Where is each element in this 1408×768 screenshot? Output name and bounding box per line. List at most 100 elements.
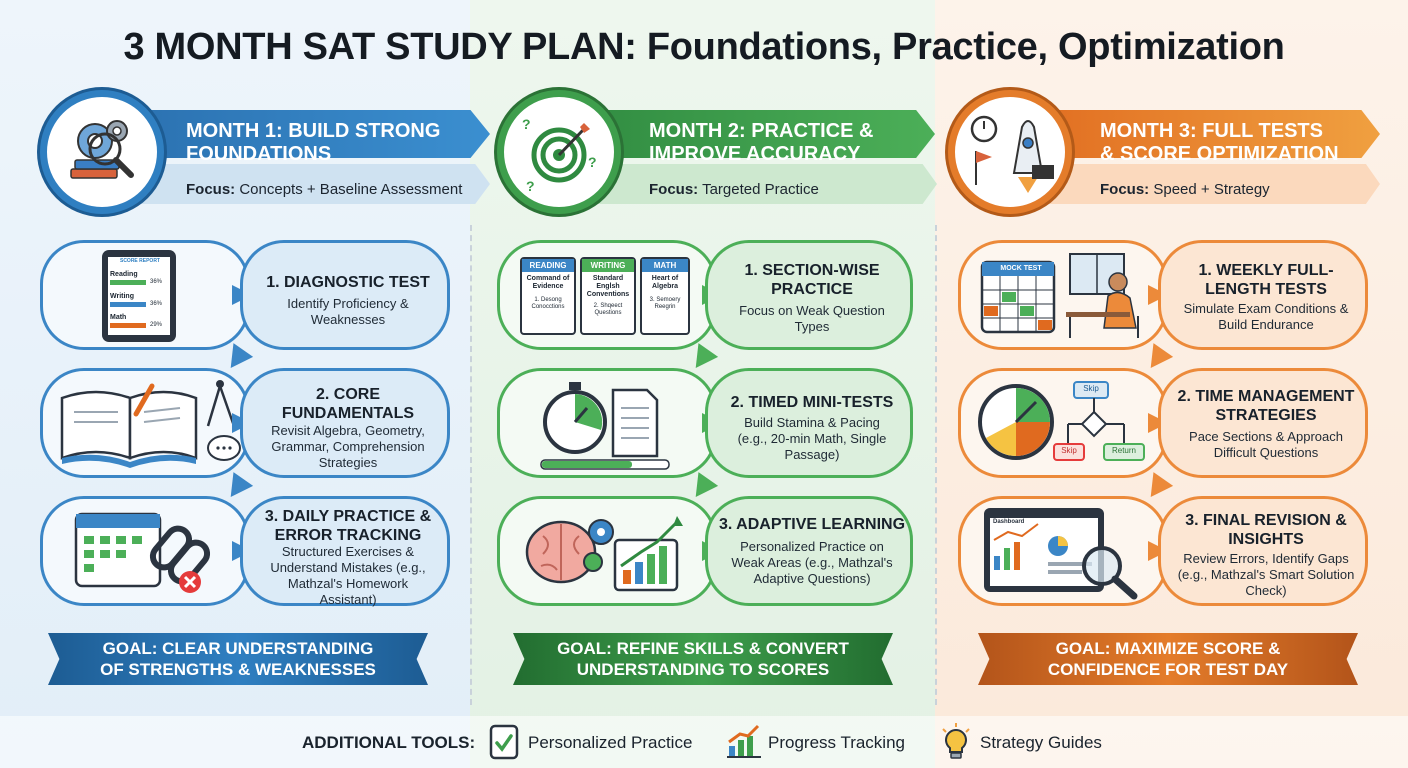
tool-personalized-practice: Personalized Practice bbox=[528, 733, 693, 752]
goal-line: UNDERSTANDING TO SCORES bbox=[576, 660, 830, 679]
open-book-compass-icon bbox=[60, 380, 241, 468]
month2-step3-illustration bbox=[497, 496, 717, 606]
flow-skip-top: Skip bbox=[1083, 384, 1099, 393]
step-title: 1. DIAGNOSTIC TEST bbox=[266, 274, 430, 291]
svg-text:?: ? bbox=[526, 178, 535, 194]
month3-step2-illustration: Skip Skip Return bbox=[958, 368, 1168, 478]
month1-goal-ribbon: GOAL: CLEAR UNDERSTANDING OF STRENGTHS & … bbox=[48, 633, 428, 685]
reading-card: READING Command of Evidence 1. Desong Co… bbox=[520, 257, 576, 335]
month3-step1-illustration: MOCK TEST bbox=[958, 240, 1168, 350]
step-description: Revisit Algebra, Geometry, Grammar, Comp… bbox=[271, 423, 425, 470]
goal-line: OF STRENGTHS & WEAKNESSES bbox=[100, 660, 376, 679]
month2-step2-card: 2. TIMED MINI-TESTS Build Stamina & Paci… bbox=[705, 368, 913, 478]
step-title: 3. DAILY PRACTICE & ERROR TRACKING bbox=[264, 508, 432, 544]
step-description: Pace Sections & Approach Difficult Quest… bbox=[1189, 429, 1343, 460]
gears-magnifier-icon bbox=[40, 90, 164, 214]
month1-title-band bbox=[100, 110, 490, 158]
dashboard-magnifier-icon bbox=[984, 508, 1138, 600]
reading-tab: READING bbox=[522, 259, 574, 272]
step-title: 2. CORE FUNDAMENTALS bbox=[281, 386, 415, 422]
step-description: Simulate Exam Conditions & Build Enduran… bbox=[1183, 301, 1349, 332]
step-title: 3. FINAL REVISION & INSIGHTS bbox=[1185, 512, 1347, 548]
tool-strategy-guides: Strategy Guides bbox=[980, 733, 1102, 752]
score-report-math: Math bbox=[110, 314, 127, 321]
page-title: 3 MONTH SAT STUDY PLAN: Foundations, Pra… bbox=[123, 26, 1285, 68]
step-description: Build Stamina & Pacing (e.g., 20-min Mat… bbox=[737, 415, 887, 462]
step-title: 1. SECTION-WISE PRACTICE bbox=[744, 262, 880, 298]
math-card: MATH Heart of Algebra 3. Semoery Reegrin bbox=[640, 257, 690, 335]
step-title: 2. TIMED MINI-TESTS bbox=[730, 394, 894, 411]
target-arrow-icon: ? ? ? bbox=[497, 90, 621, 214]
bar-chart-icon bbox=[727, 724, 761, 758]
month1-step3-illustration bbox=[40, 496, 250, 606]
month1-step1-illustration: SCORE REPORT Reading 36% Writing 36% Mat… bbox=[40, 240, 250, 350]
math-body: Heart of Algebra bbox=[651, 275, 679, 290]
month3-focus-bar bbox=[1028, 164, 1380, 204]
tool-progress-tracking: Progress Tracking bbox=[768, 733, 905, 752]
checkmark-tablet-icon bbox=[489, 724, 519, 760]
step-description: Personalized Practice on Weak Areas (e.g… bbox=[731, 539, 893, 586]
month3-step3-card: 3. FINAL REVISION & INSIGHTS Review Erro… bbox=[1158, 496, 1368, 606]
month2-focus: Focus: Targeted Practice bbox=[649, 181, 819, 198]
reading-list: 1. Desong Conocctions bbox=[531, 297, 565, 310]
stopwatch-document-icon bbox=[540, 382, 670, 470]
brain-gears-chart-icon bbox=[525, 516, 683, 592]
goal-line: CONFIDENCE FOR TEST DAY bbox=[1047, 660, 1289, 679]
reading-body: Command of Evidence bbox=[526, 275, 570, 290]
column-divider bbox=[470, 225, 472, 705]
svg-text:?: ? bbox=[522, 116, 531, 132]
month3-title: MONTH 3: FULL TESTS& SCORE OPTIMIZATION bbox=[1100, 120, 1339, 165]
clock-flowchart-icon bbox=[978, 381, 1145, 461]
month1-step2-card: 2. CORE FUNDAMENTALS Revisit Algebra, Ge… bbox=[240, 368, 450, 478]
month3-step3-illustration: Dashboard bbox=[958, 496, 1168, 606]
score-report-writing-pct: 36% bbox=[150, 301, 163, 307]
month3-focus: Focus: Speed + Strategy bbox=[1100, 181, 1270, 198]
score-report-reading: Reading bbox=[110, 271, 138, 278]
step-description: Identify Proficiency & Weaknesses bbox=[287, 296, 409, 327]
dashboard-label: Dashboard bbox=[993, 519, 1025, 525]
month1-focus: Focus: Concepts + Baseline Assessment bbox=[186, 181, 463, 198]
month3-step2-card: 2. TIME MANAGEMENT STRATEGIES Pace Secti… bbox=[1158, 368, 1368, 478]
step-description: Review Errors, Identify Gaps (e.g., Math… bbox=[1177, 551, 1355, 598]
score-report-writing: Writing bbox=[110, 293, 134, 300]
step-title: 2. TIME MANAGEMENT STRATEGIES bbox=[1177, 388, 1355, 424]
month1-step1-card: 1. DIAGNOSTIC TEST Identify Proficiency … bbox=[240, 240, 450, 350]
rocket-stopwatch-icon bbox=[948, 90, 1072, 214]
month1-step2-illustration bbox=[40, 368, 250, 478]
score-report-math-pct: 29% bbox=[150, 322, 163, 328]
goal-line: GOAL: MAXIMIZE SCORE & bbox=[1055, 639, 1281, 658]
math-tab: MATH bbox=[642, 259, 688, 272]
month2-banner: MONTH 2: PRACTICE &IMPROVE ACCURACY Focu… bbox=[497, 90, 942, 214]
step-title: 1. WEEKLY FULL-LENGTH TESTS bbox=[1198, 262, 1334, 298]
calendar-broken-chain-icon bbox=[74, 512, 211, 593]
month2-step1-card: 1. SECTION-WISE PRACTICE Focus on Weak Q… bbox=[705, 240, 913, 350]
lightbulb-icon bbox=[942, 723, 970, 759]
flow-skip-left: Skip bbox=[1061, 446, 1077, 455]
mock-test-label: MOCK TEST bbox=[1000, 265, 1042, 272]
writing-list: 2. Shqeect Questions bbox=[593, 303, 623, 316]
svg-text:?: ? bbox=[588, 154, 597, 170]
month2-step2-illustration bbox=[497, 368, 717, 478]
score-report-header: SCORE REPORT bbox=[119, 258, 160, 264]
month2-focus-bar bbox=[577, 164, 937, 204]
month2-step3-card: 3. ADAPTIVE LEARNING Personalized Practi… bbox=[705, 496, 913, 606]
step-description: Structured Exercises & Understand Mistak… bbox=[270, 544, 426, 607]
writing-body: Standard Englsh Conventions bbox=[586, 275, 630, 298]
mock-test-student-icon bbox=[980, 253, 1139, 338]
column-divider bbox=[935, 225, 937, 705]
footer-label: ADDITIONAL TOOLS: bbox=[302, 733, 476, 752]
month3-goal-ribbon: GOAL: MAXIMIZE SCORE & CONFIDENCE FOR TES… bbox=[978, 633, 1358, 685]
writing-tab: WRITING bbox=[582, 259, 634, 272]
month2-step1-illustration: READING Command of Evidence 1. Desong Co… bbox=[497, 240, 717, 350]
writing-card: WRITING Standard Englsh Conventions 2. S… bbox=[580, 257, 636, 335]
month3-step1-card: 1. WEEKLY FULL-LENGTH TESTS Simulate Exa… bbox=[1158, 240, 1368, 350]
goal-line: GOAL: CLEAR UNDERSTANDING bbox=[102, 639, 374, 658]
month3-banner: MONTH 3: FULL TESTS& SCORE OPTIMIZATION … bbox=[948, 90, 1388, 214]
math-list: 3. Semoery Reegrin bbox=[649, 297, 681, 310]
month1-step3-card: 3. DAILY PRACTICE & ERROR TRACKING Struc… bbox=[240, 496, 450, 607]
flow-return: Return bbox=[1111, 446, 1136, 455]
month2-title: MONTH 2: PRACTICE &IMPROVE ACCURACY bbox=[649, 120, 874, 165]
